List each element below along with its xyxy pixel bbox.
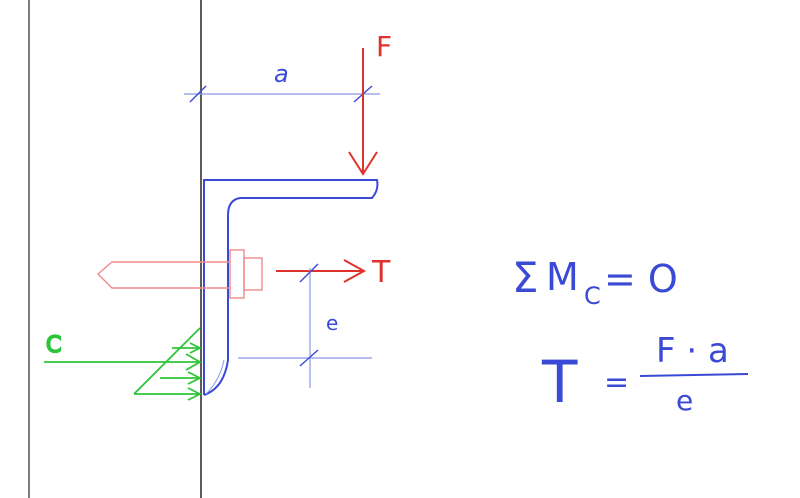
- reaction-c-label: C: [46, 333, 61, 358]
- bolt: [96, 249, 263, 299]
- eq-rhs: = O: [604, 257, 678, 301]
- eq-t-denominator: e: [676, 384, 693, 417]
- eq-t-equals: =: [604, 365, 629, 400]
- moment-equation: Σ M C = O: [512, 253, 678, 310]
- dim-a-label: a: [274, 60, 289, 88]
- dim-e-label: e: [326, 311, 338, 335]
- eq-m: M: [546, 255, 579, 299]
- tension-equation: T = F · a e: [541, 331, 749, 417]
- force-f-label: F: [376, 30, 392, 63]
- eq-fraction-bar: [639, 373, 749, 377]
- dimension-e: e: [238, 263, 372, 388]
- eq-t-numerator: F · a: [656, 331, 729, 371]
- eq-t-lhs: T: [541, 348, 578, 416]
- force-t-arrow: T: [276, 255, 391, 290]
- eq-sigma: Σ: [512, 253, 539, 302]
- dimension-a: a: [184, 60, 380, 103]
- eq-sub-c: C: [584, 282, 601, 310]
- angle-bracket: [203, 179, 379, 396]
- force-t-label: T: [371, 255, 391, 290]
- reaction-c: C: [44, 327, 203, 401]
- force-f-arrow: F: [348, 30, 392, 176]
